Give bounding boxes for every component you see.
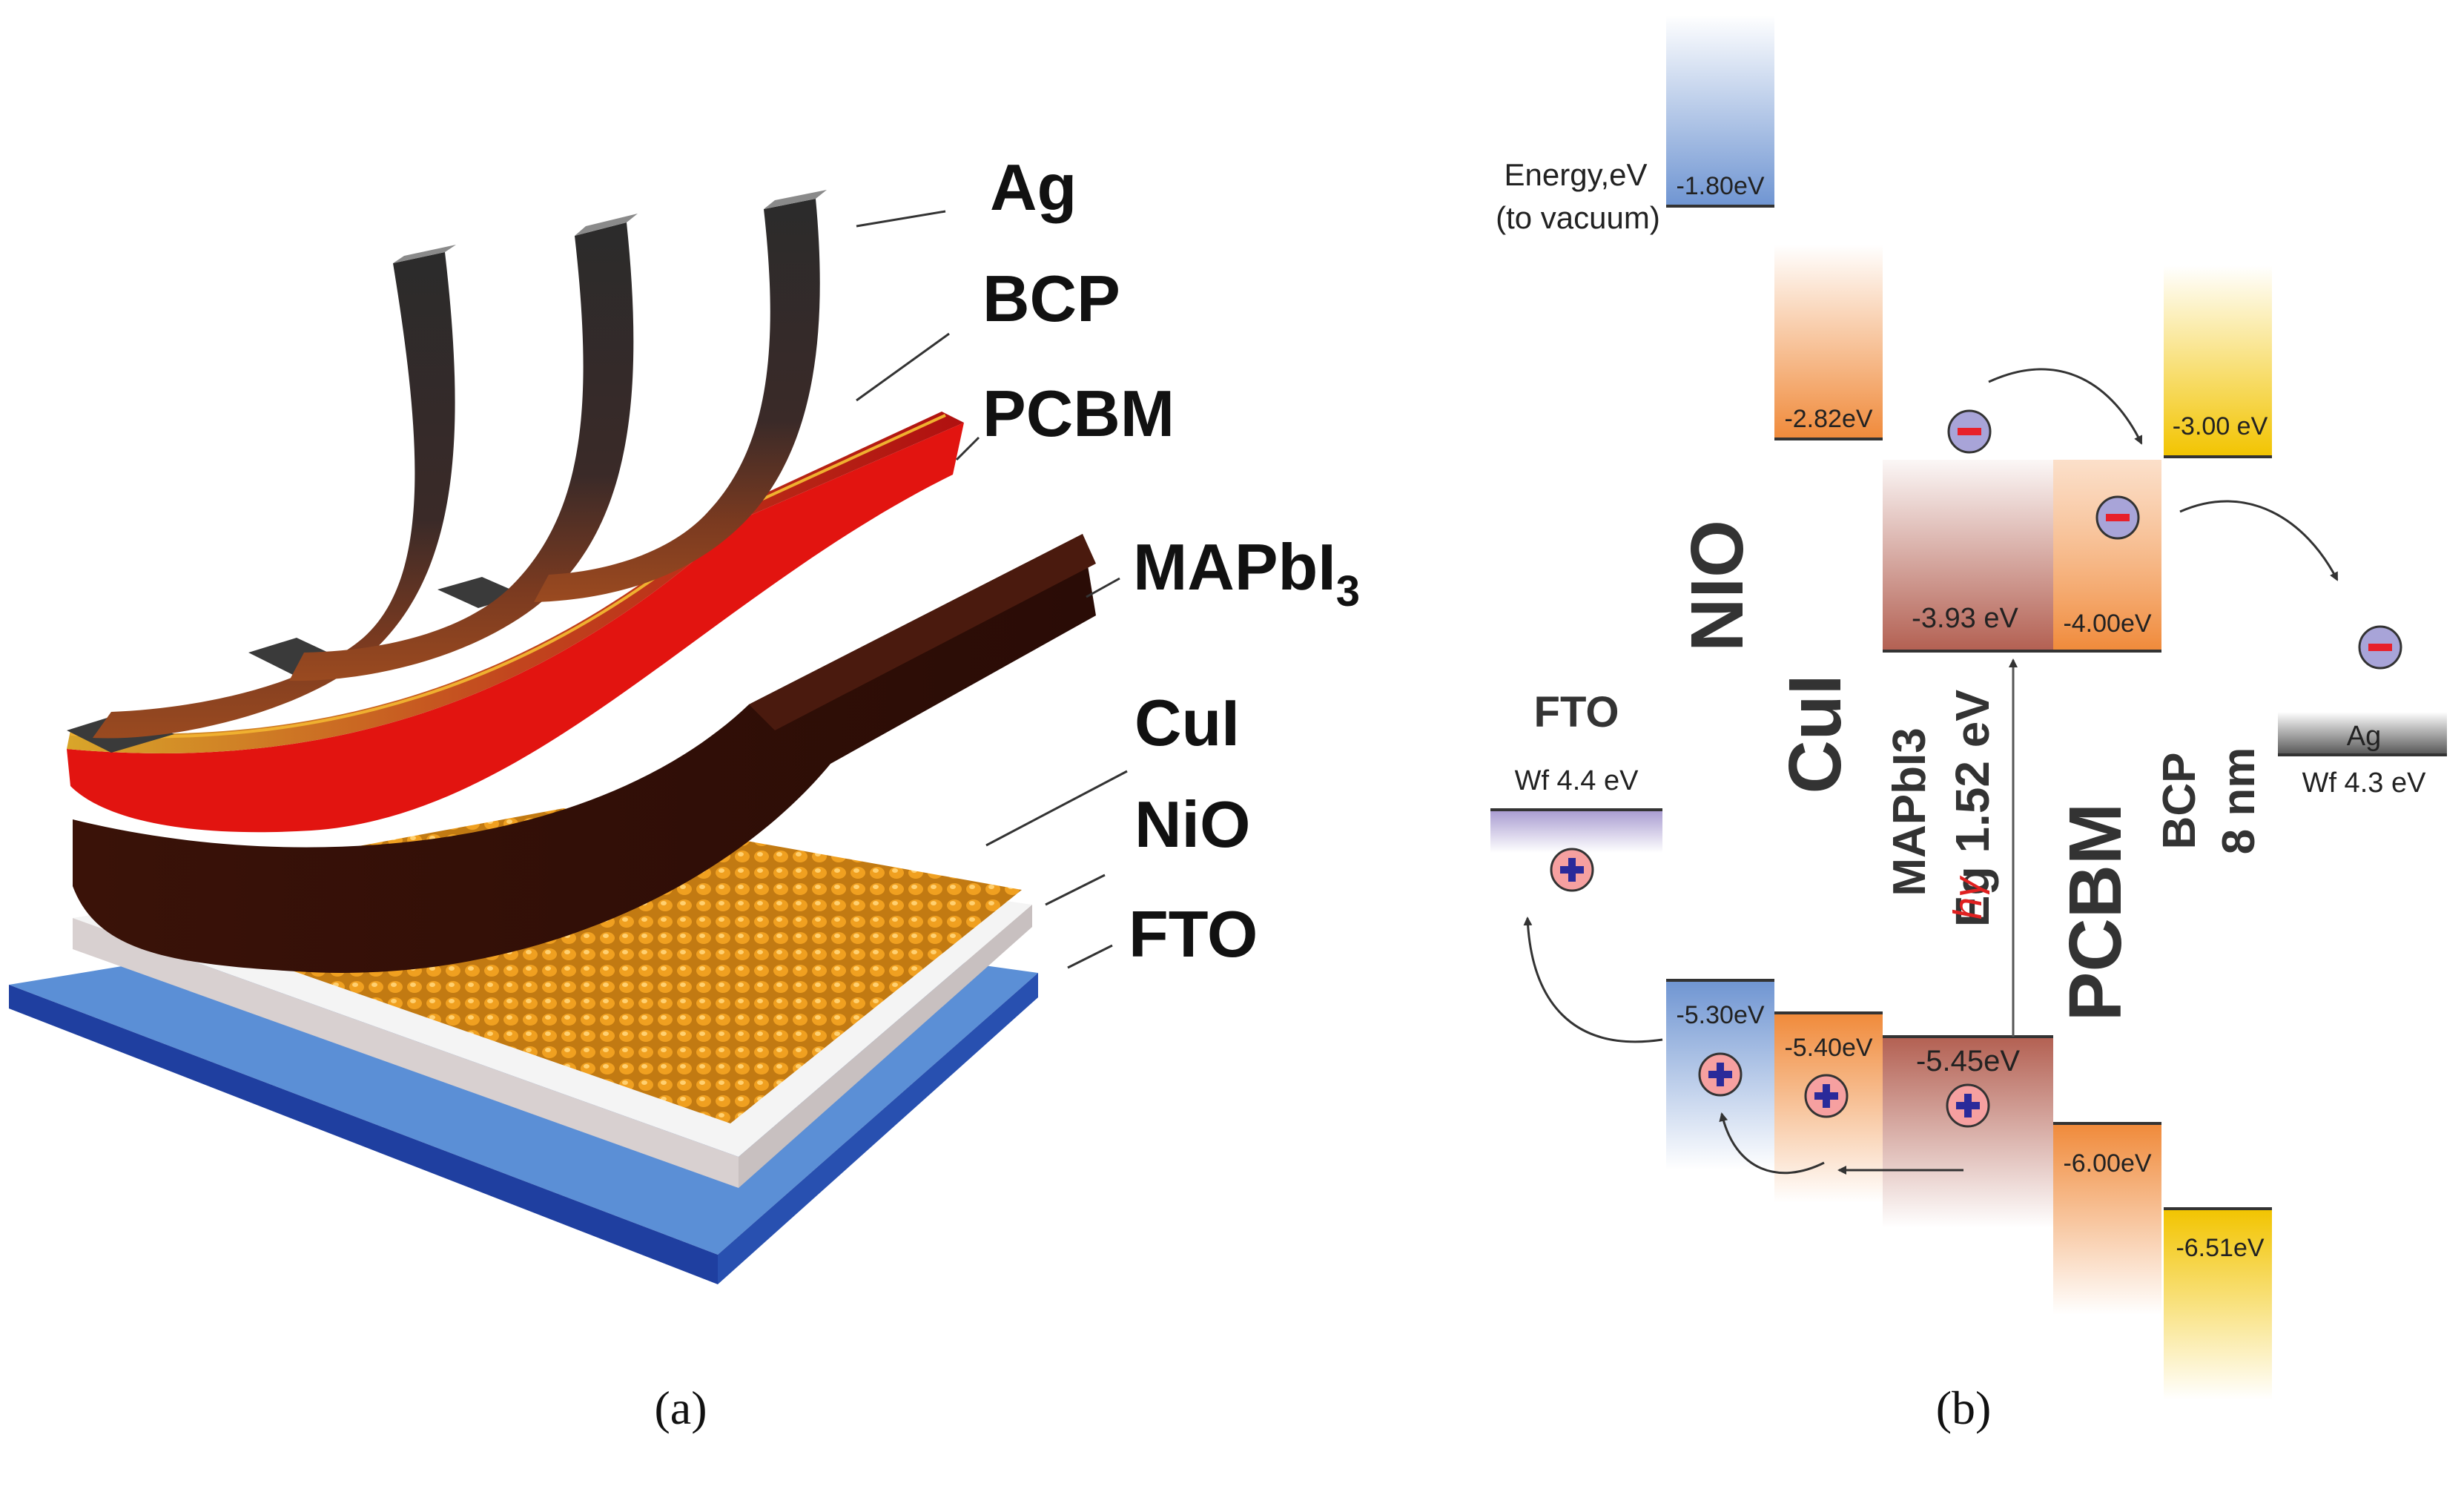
pcbm-vb-band — [2053, 1123, 2161, 1315]
mapbi3-layer — [73, 534, 1096, 974]
mapbi3-cb-band — [1883, 460, 2053, 651]
electron-transfer-arrow-2 — [2179, 500, 2339, 581]
panel-a-device-stack: Ag BCP PCBM MAPbI3 CuI NiO FTO — [9, 151, 1360, 1284]
mapbi3-vb-band — [1883, 1037, 2053, 1228]
ag-strip-1 — [93, 252, 455, 739]
hole-icon — [1698, 1052, 1743, 1097]
label-bcp-b: BCP — [2154, 753, 2205, 850]
nio-cb-band — [1666, 15, 1774, 206]
label-nio: NiO — [1134, 788, 1250, 861]
label-fto-b: FTO — [1534, 688, 1619, 736]
electron-icon — [1947, 409, 1992, 454]
label-bcp: BCP — [982, 262, 1120, 335]
label-mapbi3: MAPbI3 — [1133, 530, 1360, 615]
label-ag-b: Ag — [2347, 721, 2381, 752]
label-pcbm: PCBM — [982, 377, 1175, 450]
fto-wf-band — [1490, 810, 1662, 853]
label-ag-wf: Wf 4.3 eV — [2302, 767, 2426, 799]
panel-b-energy-diagram: -1.80eV -2.82eV -3.00 eV -3.93 eV -4.00e… — [1490, 15, 2447, 1400]
hole-transfer-arrow-2 — [1719, 1112, 1825, 1175]
cui-cb-band — [1774, 245, 1883, 439]
label-pcbm-b: PCBM — [2054, 803, 2137, 1021]
level-nio-cb: -1.80eV — [1676, 172, 1764, 200]
level-mapbi3-cb: -3.93 eV — [1912, 603, 2018, 634]
caption-a: (a) — [654, 1381, 707, 1434]
hole-icon — [1550, 848, 1594, 892]
energy-axis-label-2: (to vacuum) — [1496, 200, 1660, 235]
fto-layer-edge — [9, 985, 718, 1284]
label-fto-wf: Wf 4.4 eV — [1515, 765, 1639, 796]
level-pcbm-vb: -6.00eV — [2063, 1149, 2151, 1178]
level-pcbm-cb: -4.00eV — [2063, 610, 2151, 638]
hole-icon — [1946, 1083, 1990, 1128]
caption-b: (b) — [1936, 1381, 1992, 1434]
label-mapbi3-eg: Eg 1.52 eV — [1946, 690, 1999, 928]
level-cui-vb: -5.40eV — [1784, 1034, 1872, 1062]
level-cui-cb: -2.82eV — [1784, 405, 1872, 433]
level-mapbi3-vb: -5.45eV — [1916, 1045, 2020, 1077]
bcp-cb-band — [2164, 265, 2272, 457]
label-fto: FTO — [1129, 897, 1258, 971]
photon-label: hγ — [1946, 875, 1990, 920]
ag-strip-3 — [534, 199, 820, 602]
label-nio-b: NIO — [1676, 520, 1759, 652]
hole-icon — [1804, 1074, 1849, 1118]
label-cui: CuI — [1134, 686, 1240, 759]
label-cui-b: CuI — [1774, 674, 1857, 793]
label-mapbi3-b: MAPbI3 — [1884, 727, 1935, 896]
bcp-vb-band — [2164, 1209, 2272, 1400]
hole-transfer-arrow-3 — [1523, 917, 1663, 1043]
level-bcp-cb: -3.00 eV — [2173, 412, 2268, 440]
level-bcp-vb: -6.51eV — [2176, 1234, 2264, 1262]
energy-axis-label: Energy,eV — [1505, 157, 1648, 192]
label-ag: Ag — [990, 151, 1077, 224]
level-nio-vb: -5.30eV — [1676, 1001, 1764, 1029]
label-bcp-thickness: 8 nm — [2213, 747, 2265, 855]
electron-icon — [2095, 495, 2140, 540]
pcbm-cb-band — [2053, 460, 2161, 651]
pcbm-layer — [67, 423, 964, 833]
ag-strip-2 — [289, 222, 634, 681]
ag-wf-band — [2278, 712, 2447, 755]
electron-icon — [2358, 625, 2402, 670]
electron-transfer-arrow-1 — [1988, 368, 2143, 445]
